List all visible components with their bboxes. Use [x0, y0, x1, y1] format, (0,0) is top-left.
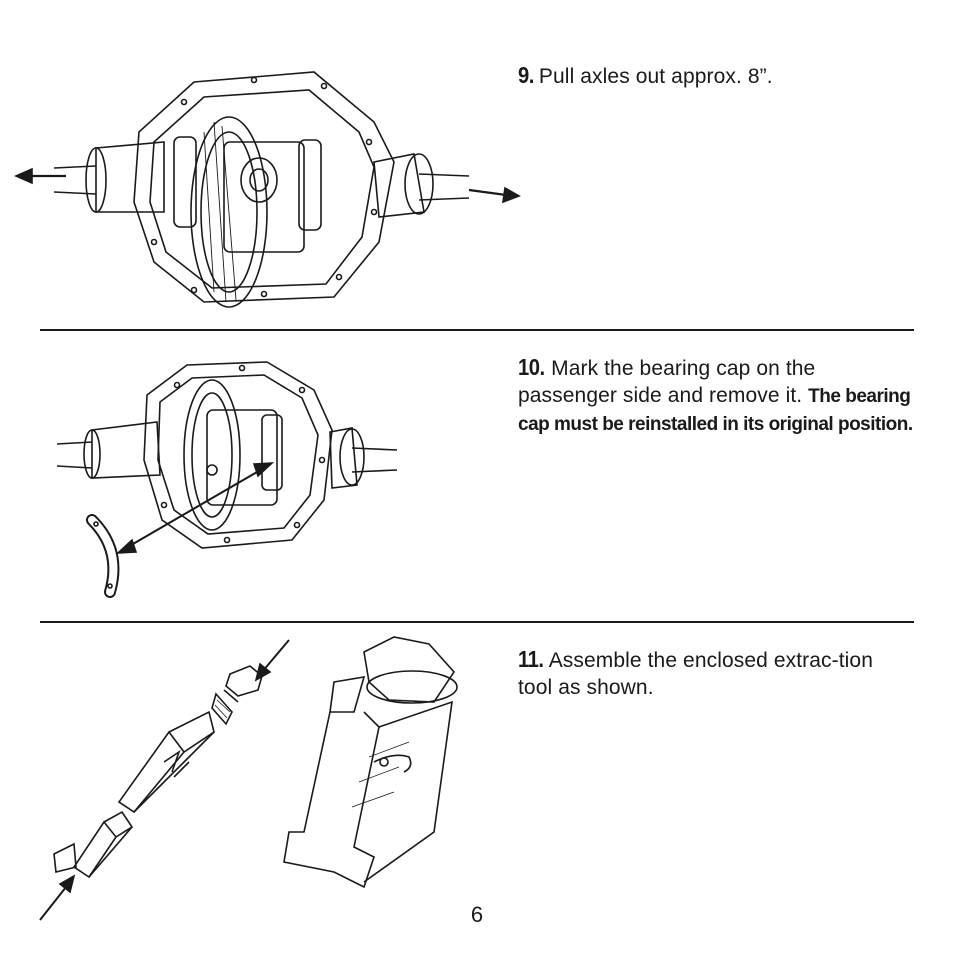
step-number: 9.	[518, 62, 534, 88]
step-instruction: Assemble the enclosed extrac-tion tool a…	[518, 649, 873, 699]
figure-step-11	[34, 632, 474, 928]
bearing-cap-removal-diagram-icon	[56, 361, 398, 598]
section-divider	[40, 621, 914, 623]
extraction-tool-assembly-diagram-icon	[39, 636, 458, 921]
step-11-text: 11. Assemble the enclosed extrac-tion to…	[518, 646, 913, 701]
step-10-text: 10. Mark the bearing cap on the passenge…	[518, 354, 913, 438]
axles-pull-diagram-icon	[14, 71, 521, 308]
step-9-text: 9. Pull axles out approx. 8”.	[518, 62, 913, 90]
page-number: 6	[470, 902, 484, 927]
figure-step-9	[14, 62, 524, 312]
figure-step-10	[52, 360, 412, 600]
step-number: 10.	[518, 354, 545, 380]
step-number: 11.	[518, 646, 544, 672]
step-warning: The bearing cap must be reinstalled in i…	[518, 386, 913, 435]
step-instruction: Pull axles out approx. 8”.	[538, 65, 773, 88]
step-instruction: Mark the bearing cap on the passenger si…	[518, 357, 816, 407]
section-divider	[40, 329, 914, 331]
